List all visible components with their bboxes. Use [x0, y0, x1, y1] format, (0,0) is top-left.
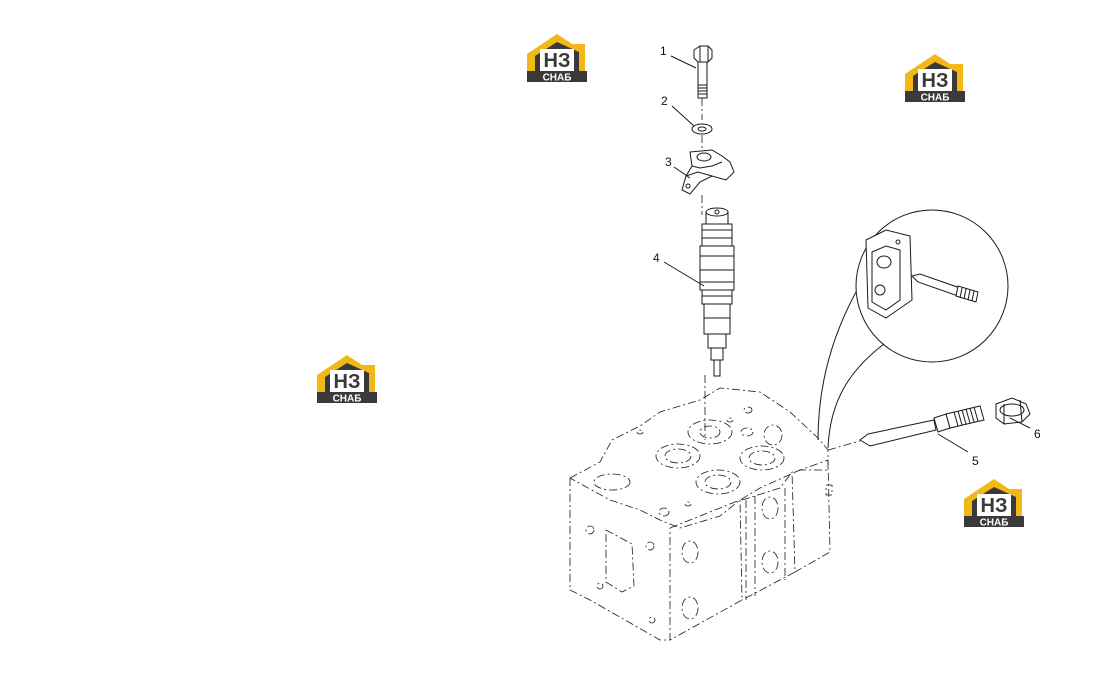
part-bolt	[693, 45, 713, 99]
leader-line	[673, 166, 691, 179]
logo-mark: НЗ	[981, 495, 1008, 517]
leader-line	[670, 55, 697, 69]
logo-mark: НЗ	[922, 70, 949, 92]
logo-caption: СНАБ	[980, 518, 1009, 529]
part-cylinder-head	[569, 387, 833, 641]
callout-5: 5	[972, 454, 979, 468]
logo-mark: НЗ	[544, 50, 571, 72]
callout-2: 2	[661, 94, 668, 108]
leader-line	[937, 433, 969, 453]
callout-1: 1	[660, 44, 667, 58]
callout-4: 4	[653, 251, 660, 265]
logo-caption: СНАБ	[921, 93, 950, 104]
brand-logo: НЗ СНАБ	[527, 34, 587, 84]
brand-logo: НЗ СНАБ	[317, 355, 377, 405]
callout-6: 6	[1034, 427, 1041, 441]
leader-line	[1009, 417, 1031, 429]
detail-view	[817, 209, 1009, 449]
part-injector	[699, 207, 735, 377]
logo-mark: НЗ	[334, 371, 361, 393]
part-nut	[995, 397, 1031, 425]
logo-caption: СНАБ	[333, 394, 362, 405]
part-connector-tube	[827, 405, 985, 451]
logo-caption: СНАБ	[543, 73, 572, 84]
part-washer	[691, 123, 713, 135]
part-clamp	[681, 149, 735, 195]
brand-logo: НЗ СНАБ	[964, 479, 1024, 529]
callout-3: 3	[665, 155, 672, 169]
leader-line	[671, 105, 695, 127]
brand-logo: НЗ СНАБ	[905, 54, 965, 104]
leader-line	[663, 261, 705, 287]
